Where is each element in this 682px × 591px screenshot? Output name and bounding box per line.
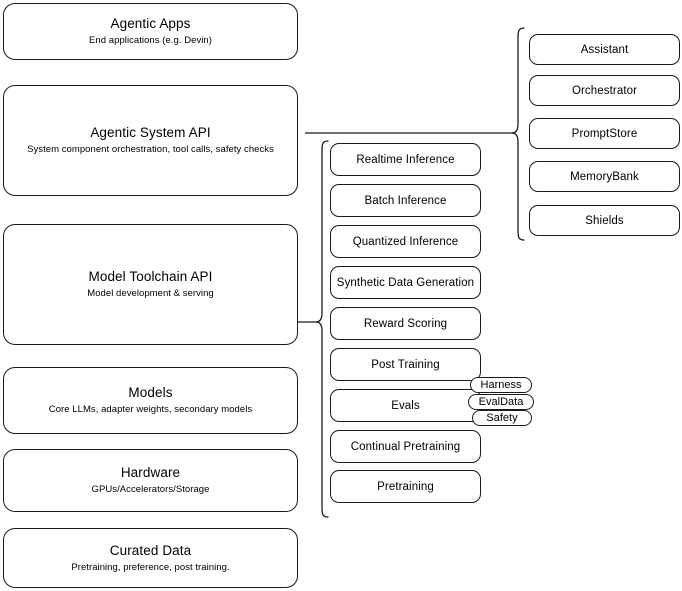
capability-box-reward-scoring[interactable]: Reward Scoring: [330, 307, 481, 340]
layer-title: Hardware: [120, 465, 181, 480]
capability-box-pretraining[interactable]: Pretraining: [330, 470, 481, 503]
capability-box-realtime-inference[interactable]: Realtime Inference: [330, 143, 481, 176]
system-api-label: Assistant: [580, 43, 629, 56]
capability-label: Pretraining: [377, 480, 434, 493]
capability-box-synthetic-data-generation[interactable]: Synthetic Data Generation: [330, 266, 481, 299]
evals-badge-label: EvalData: [478, 396, 524, 408]
layer-box-hardware[interactable]: Hardware GPUs/Accelerators/Storage: [3, 449, 298, 512]
layer-subtitle: System component orchestration, tool cal…: [27, 144, 274, 155]
capability-box-post-training[interactable]: Post Training: [330, 348, 481, 381]
layer-subtitle: Core LLMs, adapter weights, secondary mo…: [48, 404, 253, 415]
capability-box-batch-inference[interactable]: Batch Inference: [330, 184, 481, 217]
capability-label: Synthetic Data Generation: [336, 276, 475, 289]
system-api-label: MemoryBank: [570, 170, 639, 183]
system-api-label: Shields: [585, 214, 624, 227]
capability-box-quantized-inference[interactable]: Quantized Inference: [330, 225, 481, 258]
capability-label: Reward Scoring: [363, 317, 448, 330]
system-api-label: Orchestrator: [571, 84, 638, 97]
layer-subtitle: End applications (e.g. Devin): [89, 35, 212, 46]
system-api-box-shields[interactable]: Shields: [529, 205, 680, 236]
layer-box-model-toolchain-api[interactable]: Model Toolchain API Model development & …: [3, 224, 298, 345]
capability-label: Batch Inference: [364, 194, 447, 207]
layer-subtitle: Pretraining, preference, post training.: [71, 561, 230, 573]
capability-box-evals[interactable]: Evals: [330, 389, 481, 422]
capability-box-continual-pretraining[interactable]: Continual Pretraining: [330, 430, 481, 463]
evals-badge-safety[interactable]: Safety: [472, 410, 532, 426]
capability-label: Evals: [391, 399, 420, 412]
capability-label: Realtime Inference: [356, 153, 455, 166]
layer-title: Model Toolchain API: [88, 269, 213, 284]
evals-badge-label: Harness: [480, 379, 522, 391]
evals-badge-label: Safety: [486, 412, 518, 424]
capability-label: Continual Pretraining: [350, 440, 461, 453]
layer-box-agentic-apps[interactable]: Agentic Apps End applications (e.g. Devi…: [3, 3, 298, 60]
system-api-box-memorybank[interactable]: MemoryBank: [529, 161, 680, 192]
system-api-box-promptstore[interactable]: PromptStore: [529, 118, 680, 149]
layer-subtitle: GPUs/Accelerators/Storage: [91, 484, 210, 495]
layer-box-curated-data[interactable]: Curated Data Pretraining, preference, po…: [3, 528, 298, 588]
layer-title: Agentic Apps: [110, 16, 191, 31]
capability-label: Post Training: [371, 358, 440, 371]
evals-badge-evaldata[interactable]: EvalData: [468, 394, 534, 410]
system-api-label: PromptStore: [571, 127, 638, 140]
capability-label: Quantized Inference: [352, 235, 459, 248]
layer-box-agentic-system-api[interactable]: Agentic System API System component orch…: [3, 85, 298, 196]
layer-box-models[interactable]: Models Core LLMs, adapter weights, secon…: [3, 367, 298, 434]
layer-title: Curated Data: [109, 542, 192, 558]
system-api-box-orchestrator[interactable]: Orchestrator: [529, 75, 680, 106]
layer-subtitle: Model development & serving: [87, 288, 214, 299]
system-api-box-assistant[interactable]: Assistant: [529, 34, 680, 65]
evals-badge-harness[interactable]: Harness: [470, 377, 532, 393]
layer-title: Models: [128, 385, 173, 400]
layer-title: Agentic System API: [90, 125, 211, 140]
